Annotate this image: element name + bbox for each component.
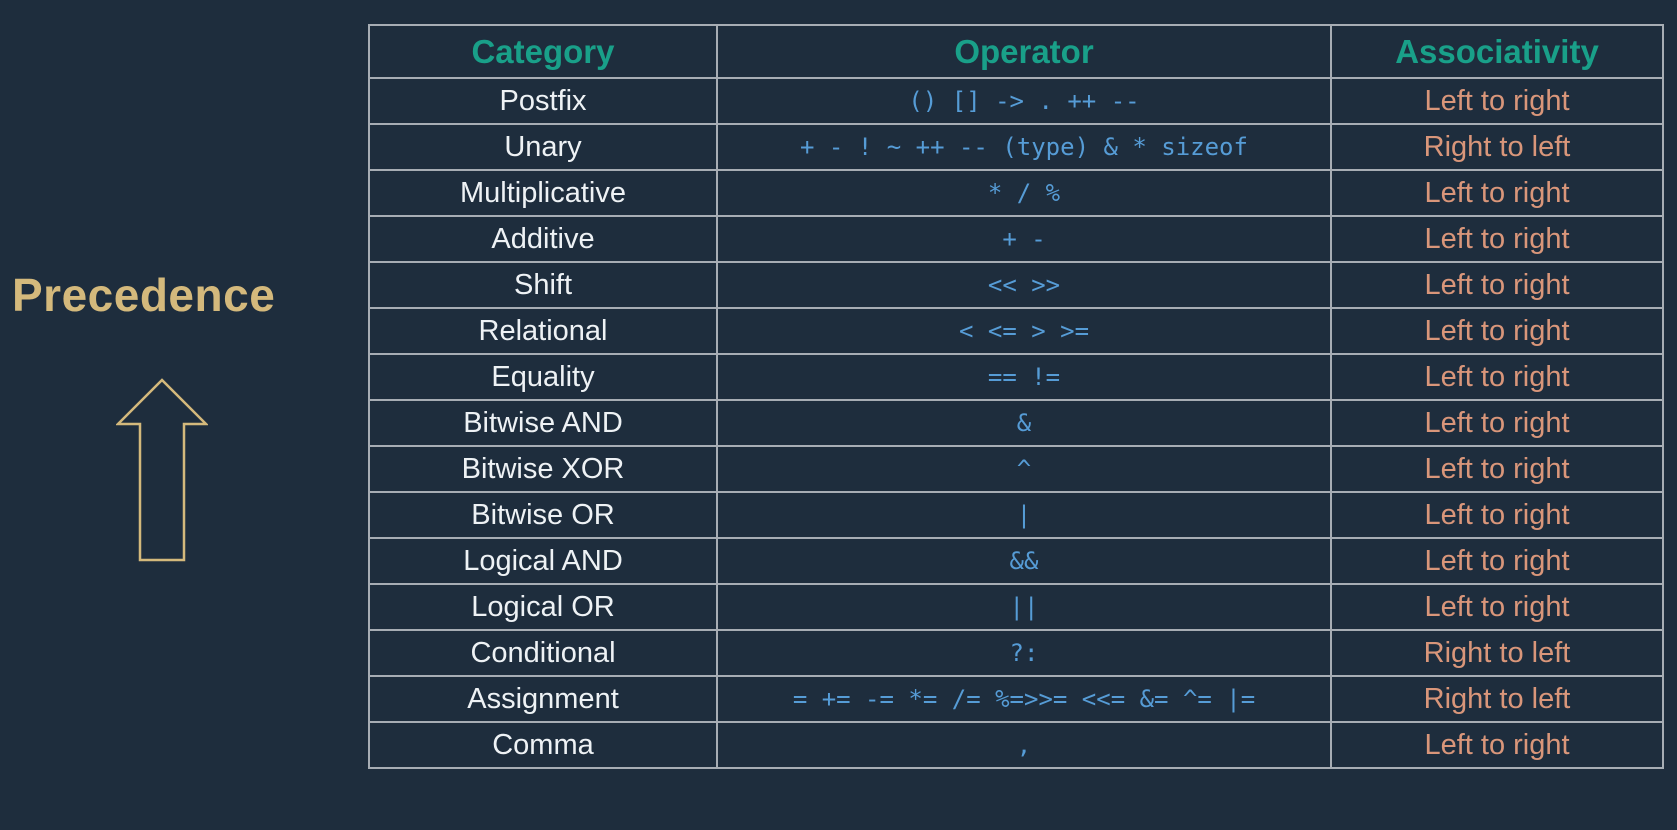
header-operator: Operator — [716, 24, 1332, 79]
category-cell: Assignment — [368, 675, 718, 723]
category-cell: Shift — [368, 261, 718, 309]
table-row: Assignment = += -= *= /= %=>>= <<= &= ^=… — [368, 675, 1664, 723]
operator-cell: ^ — [716, 445, 1332, 493]
table-header-row: Category Operator Associativity — [368, 24, 1664, 79]
associativity-cell: Right to left — [1330, 629, 1664, 677]
operator-cell: << >> — [716, 261, 1332, 309]
operator-cell: = += -= *= /= %=>>= <<= &= ^= |= — [716, 675, 1332, 723]
operator-precedence-table: Category Operator Associativity Postfix … — [368, 24, 1664, 769]
category-cell: Multiplicative — [368, 169, 718, 217]
operator-cell: + - — [716, 215, 1332, 263]
table-row: Bitwise AND & Left to right — [368, 399, 1664, 447]
associativity-cell: Left to right — [1330, 399, 1664, 447]
category-cell: Bitwise XOR — [368, 445, 718, 493]
associativity-cell: Left to right — [1330, 353, 1664, 401]
precedence-label: Precedence — [12, 269, 276, 321]
operator-cell: () [] -> . ++ -- — [716, 77, 1332, 125]
category-cell: Postfix — [368, 77, 718, 125]
category-cell: Equality — [368, 353, 718, 401]
table-row: Conditional ?: Right to left — [368, 629, 1664, 677]
associativity-cell: Left to right — [1330, 491, 1664, 539]
operator-cell: < <= > >= — [716, 307, 1332, 355]
category-cell: Relational — [368, 307, 718, 355]
category-cell: Logical AND — [368, 537, 718, 585]
associativity-cell: Left to right — [1330, 537, 1664, 585]
header-associativity: Associativity — [1330, 24, 1664, 79]
table-row: Equality == != Left to right — [368, 353, 1664, 401]
category-cell: Conditional — [368, 629, 718, 677]
table-row: Relational < <= > >= Left to right — [368, 307, 1664, 355]
operator-cell: == != — [716, 353, 1332, 401]
table-row: Shift << >> Left to right — [368, 261, 1664, 309]
operator-cell: || — [716, 583, 1332, 631]
table-row: Postfix () [] -> . ++ -- Left to right — [368, 77, 1664, 125]
table-row: Additive + - Left to right — [368, 215, 1664, 263]
category-cell: Unary — [368, 123, 718, 171]
operator-cell: | — [716, 491, 1332, 539]
table-row: Unary + - ! ~ ++ -- (type) & * sizeof Ri… — [368, 123, 1664, 171]
associativity-cell: Left to right — [1330, 215, 1664, 263]
associativity-cell: Left to right — [1330, 445, 1664, 493]
table-row: Logical AND && Left to right — [368, 537, 1664, 585]
associativity-cell: Right to left — [1330, 123, 1664, 171]
associativity-cell: Left to right — [1330, 77, 1664, 125]
category-cell: Logical OR — [368, 583, 718, 631]
operator-cell: , — [716, 721, 1332, 769]
operator-cell: * / % — [716, 169, 1332, 217]
table-row: Bitwise XOR ^ Left to right — [368, 445, 1664, 493]
table-row: Comma , Left to right — [368, 721, 1664, 769]
operator-cell: ?: — [716, 629, 1332, 677]
operator-cell: & — [716, 399, 1332, 447]
operator-cell: + - ! ~ ++ -- (type) & * sizeof — [716, 123, 1332, 171]
associativity-cell: Left to right — [1330, 721, 1664, 769]
table-row: Logical OR || Left to right — [368, 583, 1664, 631]
category-cell: Additive — [368, 215, 718, 263]
table-row: Multiplicative * / % Left to right — [368, 169, 1664, 217]
operator-cell: && — [716, 537, 1332, 585]
associativity-cell: Left to right — [1330, 307, 1664, 355]
associativity-cell: Left to right — [1330, 169, 1664, 217]
category-cell: Bitwise AND — [368, 399, 718, 447]
associativity-cell: Left to right — [1330, 583, 1664, 631]
associativity-cell: Left to right — [1330, 261, 1664, 309]
category-cell: Bitwise OR — [368, 491, 718, 539]
associativity-cell: Right to left — [1330, 675, 1664, 723]
table-row: Bitwise OR | Left to right — [368, 491, 1664, 539]
category-cell: Comma — [368, 721, 718, 769]
arrow-up-outline-icon — [116, 378, 208, 562]
header-category: Category — [368, 24, 718, 79]
